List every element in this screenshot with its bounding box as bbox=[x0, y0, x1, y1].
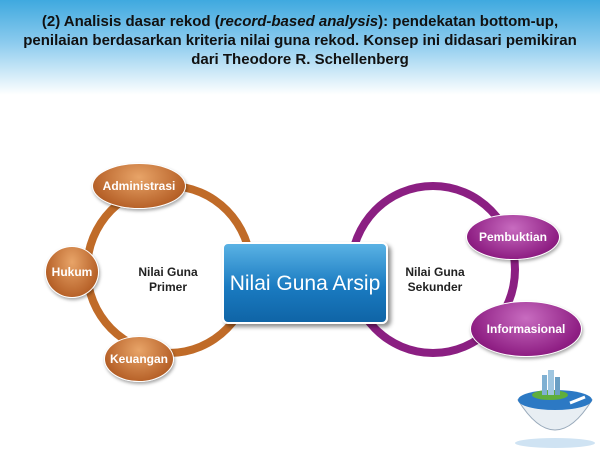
header-band bbox=[0, 0, 600, 95]
node-keuangan: Keuangan bbox=[104, 336, 174, 382]
node-pembuktian: Pembuktian bbox=[466, 214, 560, 260]
primary-label: Nilai Guna Primer bbox=[138, 265, 198, 294]
node-administrasi: Administrasi bbox=[92, 163, 186, 209]
center-box: Nilai Guna Arsip bbox=[222, 242, 388, 324]
globe-city-logo bbox=[515, 370, 595, 448]
node-informasional: Informasional bbox=[470, 301, 582, 357]
node-hukum: Hukum bbox=[45, 246, 99, 298]
slide-title: (2) Analisis dasar rekod (record-based a… bbox=[23, 13, 577, 68]
secondary-label: Nilai Guna Sekunder bbox=[405, 265, 465, 294]
